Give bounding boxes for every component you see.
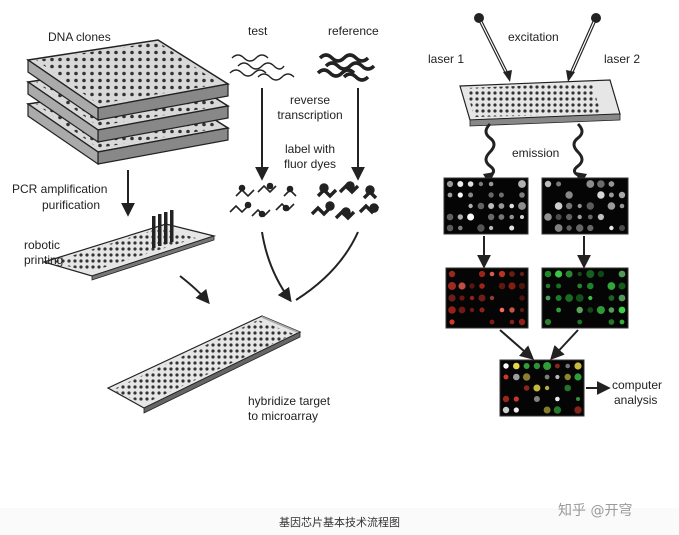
arrow-red-to-overlay: [499, 329, 535, 360]
test-mrna-strands: [229, 54, 295, 81]
scan-image-overlay: [499, 359, 585, 417]
arrow-merge-reference: [295, 231, 359, 301]
label-laser-2: laser 2: [604, 52, 641, 66]
arrow-green-to-overlay: [550, 329, 579, 361]
hybridization-microarray: [106, 315, 302, 414]
labeled-test-cdna: [229, 182, 297, 218]
label-reverse: reverse: [289, 93, 330, 107]
label-fluor-dyes: fluor dyes: [283, 157, 337, 171]
watermark: 知乎 @开穹: [558, 503, 633, 519]
excitation-lasers: [474, 13, 601, 82]
scan-image-laser-2: [541, 177, 629, 235]
label-hybridize-target: hybridize target: [248, 394, 331, 408]
label-to-microarray: to microarray: [248, 409, 319, 423]
figure-caption: 基因芯片基本技术流程图: [279, 516, 400, 529]
arrow-print-to-array: [179, 275, 210, 305]
label-pcr-amplification: PCR amplification: [12, 182, 108, 196]
robotic-printing-slide: [41, 210, 217, 281]
labeled-reference-cdna: [310, 181, 380, 221]
label-transcription: transcription: [277, 108, 343, 122]
label-label-with: label with: [284, 142, 336, 156]
label-computer: computer: [612, 378, 663, 392]
scan-image-green: [541, 267, 629, 329]
label-printing: printing: [24, 253, 64, 267]
label-reference: reference: [328, 24, 379, 38]
label-test: test: [248, 24, 268, 38]
label-laser-1: laser 1: [428, 52, 465, 66]
label-dna-clones: DNA clones: [48, 30, 111, 44]
label-analysis: analysis: [614, 393, 658, 407]
emission-signals: [484, 122, 584, 178]
label-robotic: robotic: [24, 238, 61, 252]
label-excitation: excitation: [508, 30, 559, 44]
dna-clone-plates: [26, 39, 231, 166]
label-emission: emission: [512, 146, 560, 160]
label-purification: purification: [42, 198, 101, 212]
scan-image-laser-1: [443, 177, 529, 235]
caption-bar: [0, 508, 679, 535]
reference-mrna-strands: [316, 53, 376, 82]
scanned-slide: [459, 79, 621, 127]
scan-image-red: [445, 267, 529, 329]
arrow-merge-test: [261, 231, 292, 303]
